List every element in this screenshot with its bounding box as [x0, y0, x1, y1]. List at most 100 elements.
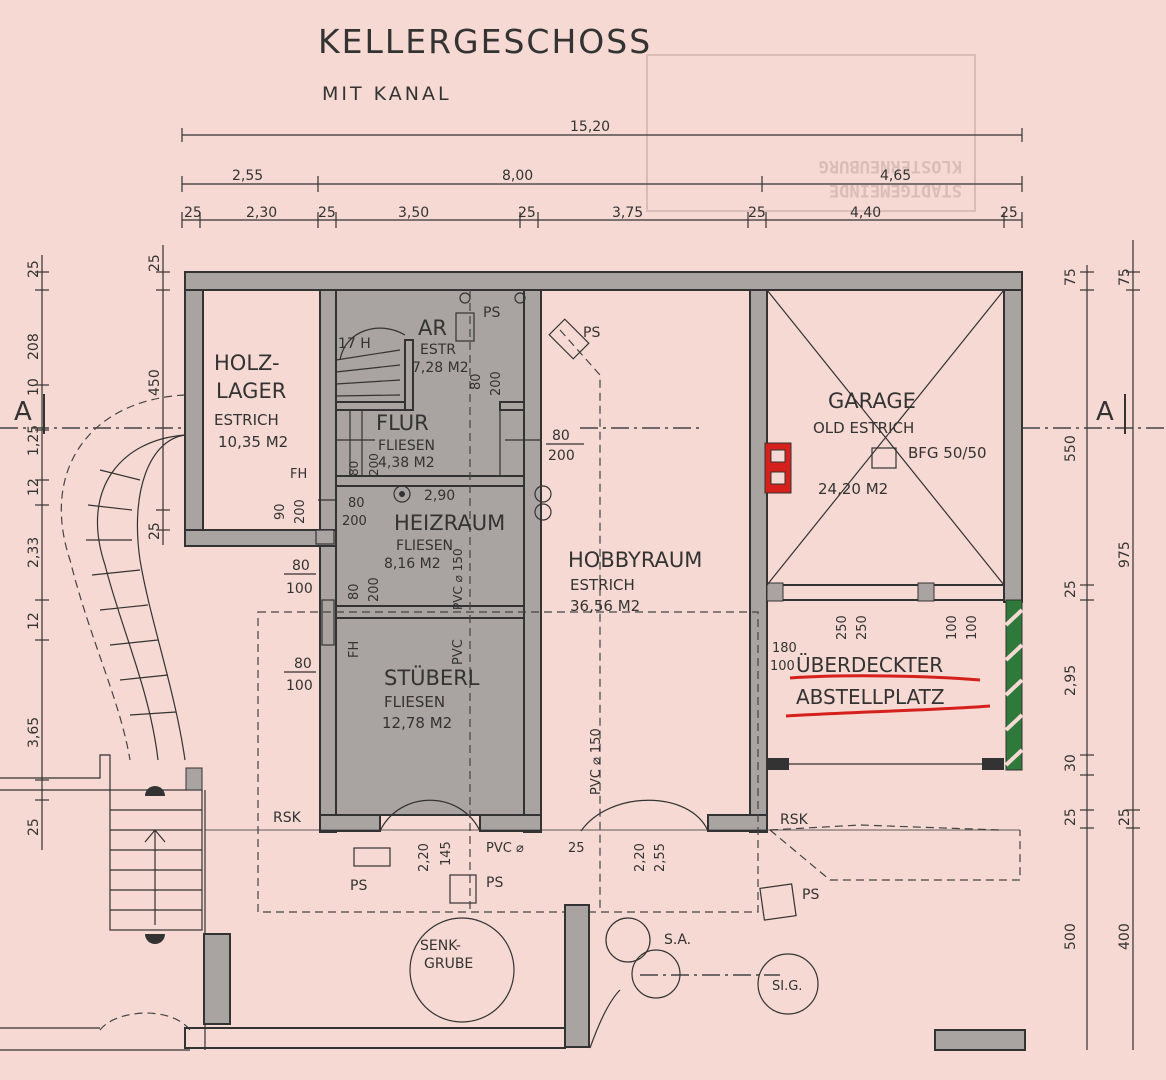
label-ps-3: PS	[350, 878, 367, 894]
room-flur-area: 4,38 M2	[378, 455, 435, 471]
door-label-200-d: 200	[293, 499, 308, 524]
dim-800: 8,00	[502, 168, 533, 184]
dim-left-10: 10	[26, 378, 42, 396]
door-label-220-a: 2,20	[417, 843, 432, 872]
room-garage-name: GARAGE	[828, 389, 916, 413]
room-stuberl-name: STÜBERL	[384, 665, 480, 690]
room-holzlager-area: 10,35 M2	[218, 433, 288, 451]
dim-440: 4,40	[850, 205, 881, 221]
label-ps-1: PS	[483, 305, 500, 321]
dim-350: 3,50	[398, 205, 429, 221]
room-garage-area: 24,20 M2	[818, 480, 888, 498]
door-label-90: 90	[273, 503, 288, 520]
bottom-piers	[184, 904, 1026, 1051]
dim-left-12a: 12	[26, 478, 42, 496]
room-hobbyraum-name: HOBBYRAUM	[568, 548, 702, 572]
left-dimensions: 25 208 10 1,25 12 2,33 12 3,65 25 25 450…	[26, 245, 170, 850]
room-holzlager-name2: LAGER	[216, 379, 286, 403]
green-column	[1004, 599, 1024, 771]
dim-25-e: 25	[1000, 205, 1018, 221]
door-label-200-c: 200	[342, 514, 367, 529]
door-label-180: 180	[772, 641, 797, 656]
door-label-200-f: 200	[367, 453, 381, 476]
room-hobbyraum-floor: ESTRICH	[570, 576, 635, 594]
dim-25-c: 25	[518, 205, 536, 221]
dim-left-450: 450	[147, 369, 163, 396]
label-senkgrube-2: GRUBE	[424, 956, 473, 972]
room-stuberl-area: 12,78 M2	[382, 714, 452, 732]
door-label-80-ar: 80	[469, 373, 484, 390]
door-label-100-g: 100	[770, 659, 795, 674]
dim-375: 3,75	[612, 205, 643, 221]
label-sig: SI.G.	[772, 979, 802, 994]
room-stuberl: STÜBERL FLIESEN 12,78 M2	[382, 665, 480, 732]
label-senkgrube-1: SENK-	[420, 938, 461, 954]
door-label-80-hobby: 80	[552, 428, 570, 444]
label-fh-2: FH	[347, 641, 362, 658]
room-holzlager-name1: HOLZ-	[214, 351, 280, 375]
label-ps-4: PS	[486, 875, 503, 891]
dim-right-25a: 25	[1063, 580, 1079, 598]
room-ar-area: 7,28 M2	[412, 360, 469, 376]
door-label-200-e: 200	[367, 577, 382, 602]
section-mark-right: A	[1096, 397, 1114, 427]
label-fh-1: FH	[290, 467, 307, 482]
door-label-290: 2,90	[424, 488, 455, 504]
door-label-250-a: 250	[835, 615, 850, 640]
label-rsk-1: RSK	[273, 810, 302, 826]
room-garage: GARAGE OLD ESTRICH BFG 50/50 24,20 M2	[813, 389, 987, 498]
room-hobbyraum-area: 36,56 M2	[570, 597, 640, 615]
dim-left-25c: 25	[147, 522, 163, 540]
room-hobbyraum: HOBBYRAUM ESTRICH 36,56 M2	[568, 548, 702, 615]
room-ar: AR ESTR 7,28 M2	[412, 316, 469, 376]
dim-25-d: 25	[748, 205, 766, 221]
dim-left-25a: 25	[26, 260, 42, 278]
right-dimensions: 75 75 550 975 25 2,95 30 25 25 500 400	[1063, 240, 1140, 1050]
dim-right-975: 975	[1117, 541, 1133, 568]
door-label-250-b: 250	[855, 615, 870, 640]
door-label-200-hobby: 200	[548, 448, 575, 464]
red-flue-element	[764, 442, 792, 494]
exterior-stair-curved	[60, 394, 186, 761]
section-line-a: A A	[0, 394, 1166, 434]
dim-right-25b: 25	[1063, 808, 1079, 826]
dim-465: 4,65	[880, 168, 911, 184]
room-abstellplatz-name1: ÜBERDECKTER	[796, 653, 943, 677]
door-label-100-b: 100	[286, 678, 313, 694]
door-label-200-ar: 200	[489, 371, 504, 396]
dim-right-30: 30	[1063, 754, 1079, 772]
door-label-80-f: 80	[347, 461, 361, 476]
door-label-100-a: 100	[286, 581, 313, 597]
label-ps-5: PS	[802, 887, 819, 903]
dim-left-208: 208	[26, 333, 42, 360]
label-sa: S.A.	[664, 932, 691, 948]
dim-25-a: 25	[184, 205, 202, 221]
page-title: KELLERGESCHOSS	[318, 22, 653, 61]
dim-left-365: 3,65	[26, 717, 42, 748]
door-label-80-b: 80	[294, 656, 312, 672]
room-heizraum-floor: FLIESEN	[396, 538, 453, 554]
room-holzlager: HOLZ- LAGER ESTRICH 10,35 M2	[214, 351, 288, 451]
top-dimensions: 15,20 2,55 8,00 4,65 25 2,30 25 3,50 25 …	[181, 119, 1023, 228]
room-stuberl-floor: FLIESEN	[384, 693, 445, 711]
dim-right-75b: 75	[1117, 268, 1133, 286]
dim-overall: 15,20	[570, 119, 610, 135]
dim-right-75a: 75	[1063, 268, 1079, 286]
label-ps-2: PS	[583, 325, 600, 341]
interior-stair: 17 H	[335, 327, 406, 476]
dim-left-125: 1,25	[26, 425, 42, 456]
room-ar-name: AR	[418, 316, 447, 340]
room-heizraum-name: HEIZRAUM	[394, 511, 505, 535]
dim-left-233: 2,33	[26, 537, 42, 568]
label-pvc-150-vertical: PVC ⌀ 150	[589, 728, 604, 795]
building-walls	[184, 271, 1023, 833]
label-pvc-d: PVC ⌀	[486, 841, 524, 856]
page-subtitle: MIT KANAL	[322, 83, 452, 105]
door-label-100-i: 100	[965, 615, 980, 640]
door-label-145: 145	[439, 841, 454, 866]
room-garage-floor: OLD ESTRICH	[813, 419, 914, 437]
label-pvc-1: PVC	[451, 639, 466, 665]
room-heizraum: HEIZRAUM FLIESEN 8,16 M2	[384, 511, 505, 572]
fixtures	[353, 292, 819, 1023]
